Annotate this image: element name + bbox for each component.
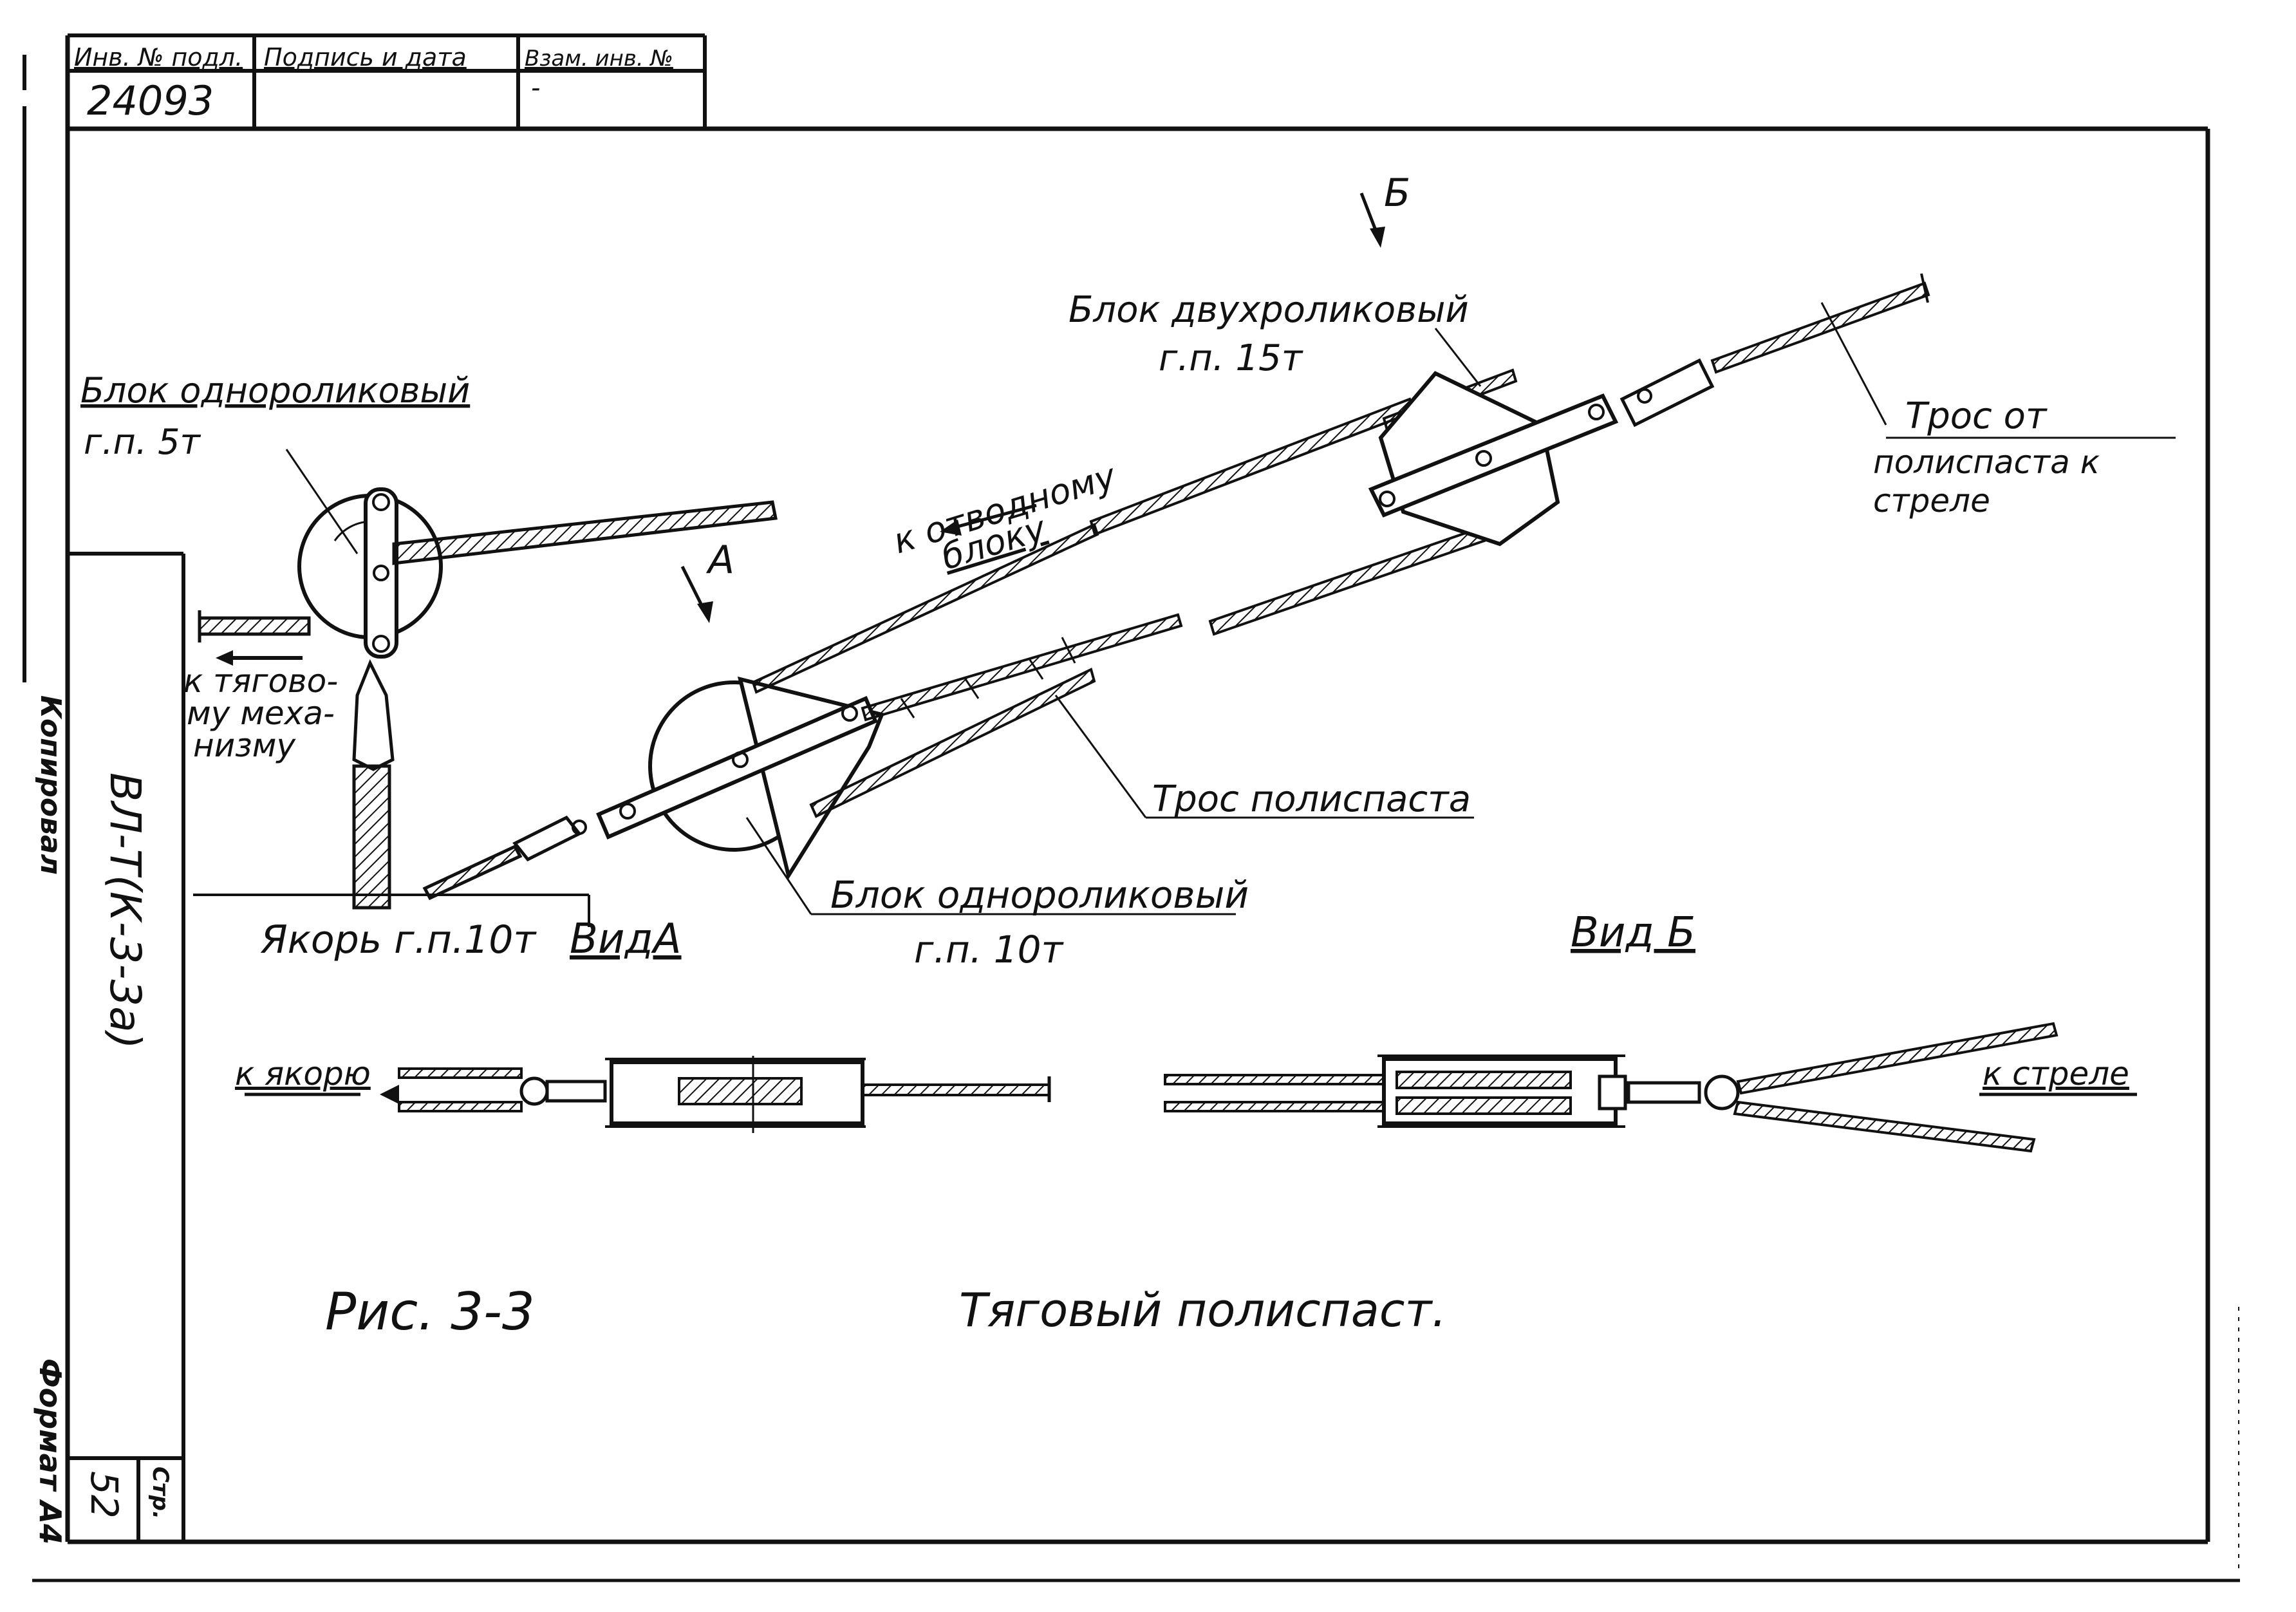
block-one-5-load: г.п. 5т (84, 422, 201, 462)
block-10t-leader (745, 817, 812, 915)
block-two-title: Блок двухроликовый (1069, 289, 1469, 331)
page-label: Стр. (147, 1467, 173, 1519)
view-b-detail (1164, 1022, 2137, 1153)
to-traction-line3: низму (193, 727, 296, 764)
single-pulley-block-10t (422, 676, 885, 901)
anchor-label: Якорь г.п.10т (260, 917, 537, 962)
to-traction-line1: к тягово- (183, 662, 338, 700)
to-traction-line2: му меха- (187, 695, 335, 732)
block-two-load: г.п. 15т (1159, 337, 1303, 379)
document-code: ВЛ-Т(К-3-3а) (100, 773, 150, 1049)
rope-from-line2: полиспаста к (1873, 444, 2100, 481)
pulley-rope-label: Трос полиспаста (1152, 778, 1471, 820)
stamp-inv-value: 24093 (87, 77, 214, 124)
view-a-marker: А (705, 538, 734, 583)
pulley-rope-leader (1054, 695, 1147, 818)
stamp-vzam-label: Взам. инв. № (525, 46, 673, 71)
rope-from-leader (1820, 302, 1887, 426)
figure-number: Рис. 3-3 (325, 1282, 535, 1342)
view-b-label: Вид Б (1571, 909, 1695, 957)
drawing-frame (23, 35, 2240, 1582)
figure-title: Тяговый полиспаст. (959, 1283, 1446, 1337)
rope-from-line1: Трос от (1905, 395, 2048, 437)
block-one-10-title: Блок однороликовый (830, 873, 1249, 917)
stamp-vzam-value: - (531, 73, 540, 103)
to-boom-label: к стреле (1983, 1055, 2129, 1092)
block-one-5-title: Блок однороликовый (80, 370, 470, 411)
block-one-10-load: г.п. 10т (914, 928, 1065, 971)
rope-from-line3: стреле (1873, 482, 1990, 520)
stamp-sign-label: Подпись и дата (264, 43, 467, 71)
page-number: 52 (82, 1471, 126, 1519)
block-5t-leader (285, 449, 359, 554)
kopiroval-label: Копировал (34, 695, 67, 875)
block-15t-leader (1434, 328, 1482, 387)
left-side-block: Копировал Формат А4 ВЛ-Т(К-3-3а) Стр. 52 (33, 552, 185, 1544)
single-pulley-block-5t (198, 487, 778, 910)
view-b-marker: Б (1384, 171, 1410, 216)
double-pulley-block-15t (1368, 273, 1930, 547)
to-anchor-label: к якорю (235, 1055, 371, 1092)
top-stamp: Инв. № подл. Подпись и дата Взам. инв. №… (68, 33, 707, 129)
view-a-detail (245, 1056, 1051, 1133)
stamp-inv-label: Инв. № подл. (74, 43, 243, 71)
format-label: Формат А4 (33, 1358, 68, 1544)
main-drawing (193, 192, 2176, 1153)
view-a-label: ВидА (570, 915, 682, 963)
